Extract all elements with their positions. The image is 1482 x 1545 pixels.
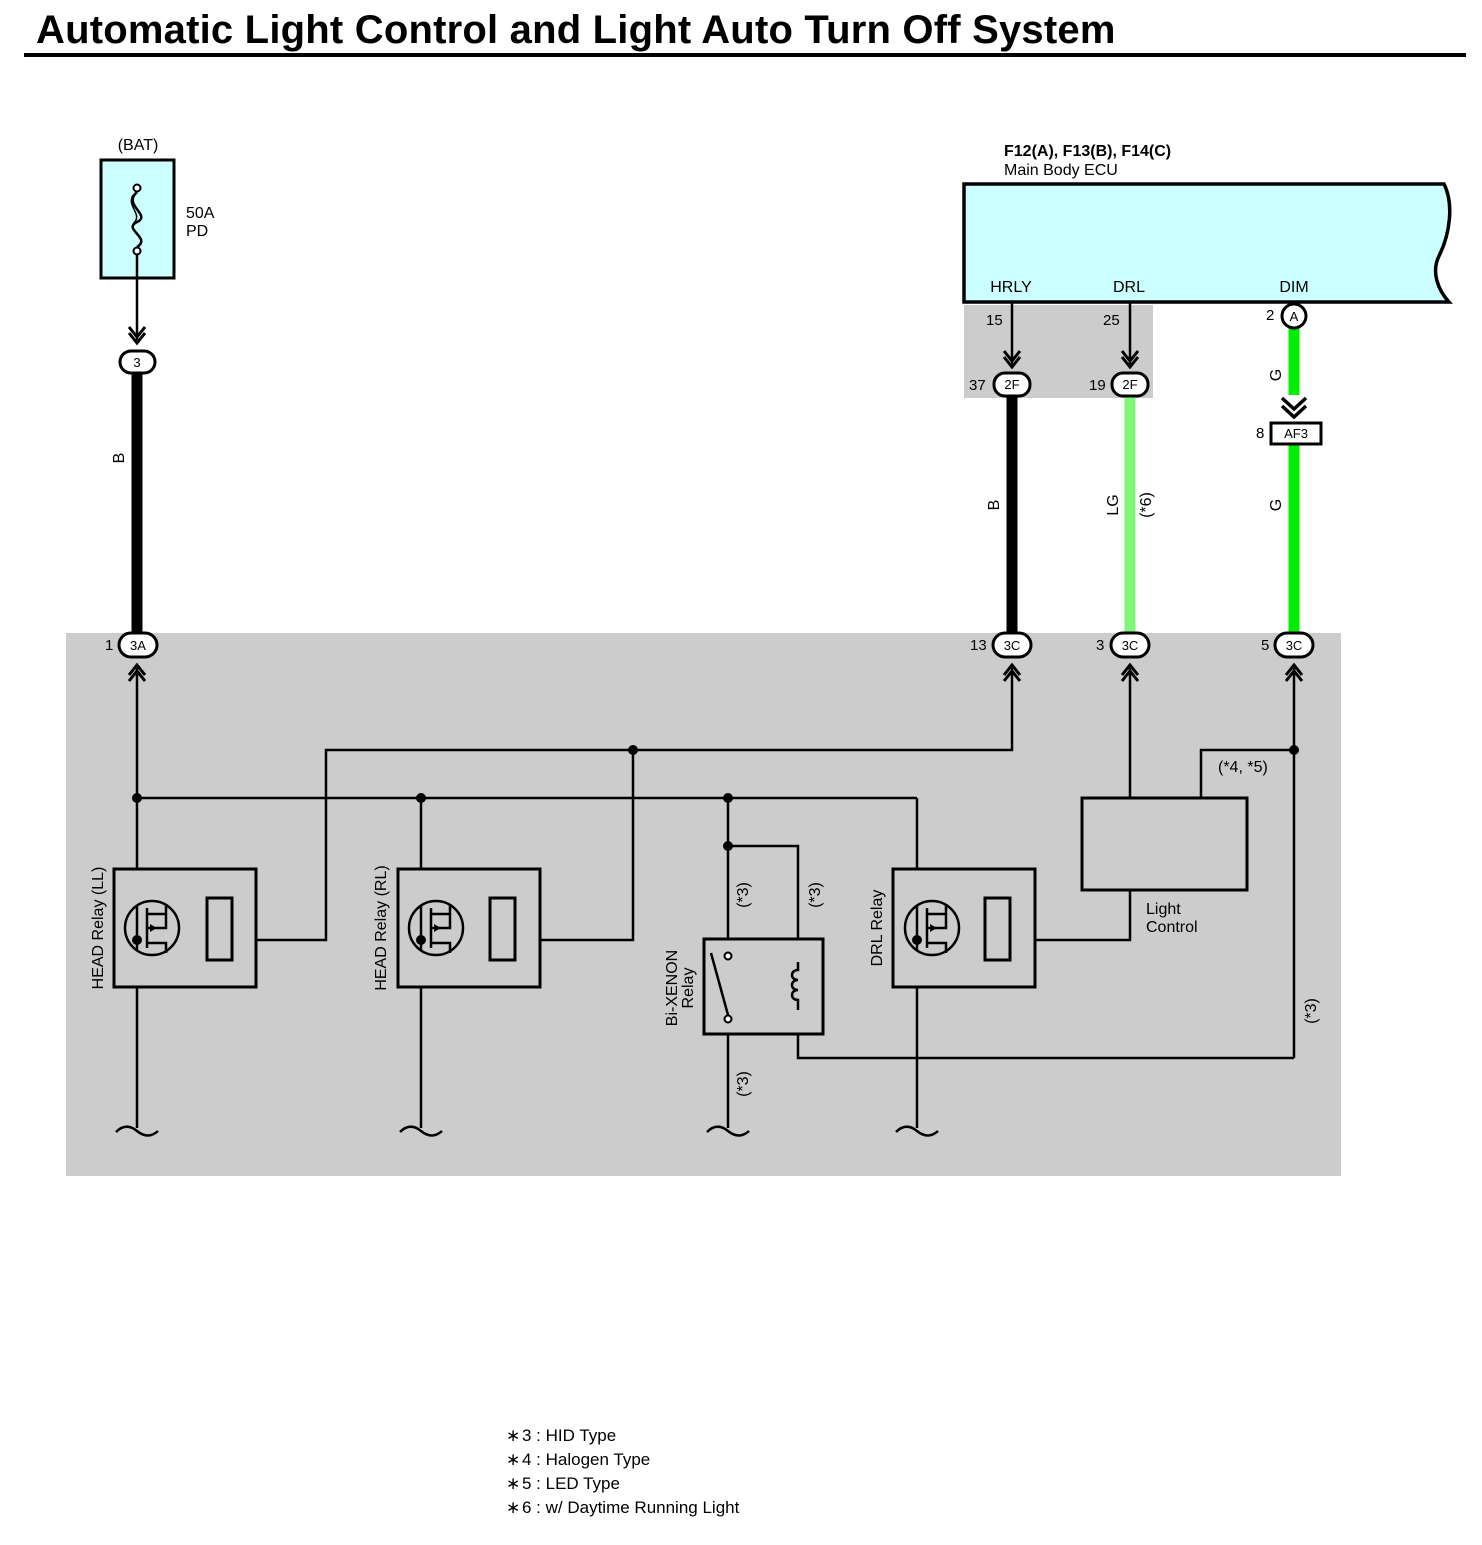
pin-number: 13 (970, 637, 987, 654)
pin-number: 1 (105, 637, 113, 654)
connector-a-dim: A (1280, 302, 1308, 330)
pin-number: 3 (1096, 637, 1104, 654)
terminal-hrly-label: HRLY (990, 279, 1032, 296)
note-symbol: ∗ (506, 1426, 520, 1445)
svg-text:A: A (1290, 309, 1299, 324)
connector-3c-drl: 3C (1109, 631, 1151, 659)
fuse-source-label: (BAT) (118, 137, 159, 154)
condition-label: (*3) (735, 882, 752, 908)
terminal-dim-label: DIM (1279, 279, 1308, 296)
ground-icon (399, 1125, 443, 1137)
connector-3c-dim: 3C (1273, 631, 1315, 659)
terminal-drl-label: DRL (1113, 279, 1145, 296)
head-relay-rl (396, 867, 542, 989)
bixenon-relay (702, 937, 825, 1036)
title-underline (24, 53, 1466, 57)
pin-number: 5 (1261, 637, 1269, 654)
note-symbol: ∗ (506, 1474, 520, 1493)
note-symbol: ∗ (506, 1450, 520, 1469)
note-text: 6 : w/ Daytime Running Light (522, 1498, 740, 1517)
svg-text:3C: 3C (1122, 638, 1139, 653)
svg-text:2F: 2F (1122, 377, 1137, 392)
ecu-connectors-label: F12(A), F13(B), F14(C) (1004, 143, 1171, 160)
ecu-name-label: Main Body ECU (1004, 162, 1118, 179)
head-relay-ll (112, 867, 258, 989)
pin-number: 8 (1256, 425, 1264, 442)
pin-number: 25 (1103, 312, 1120, 329)
wire-color-drl: LG (1105, 494, 1122, 515)
pin-number: 37 (969, 377, 986, 394)
svg-text:3C: 3C (1286, 638, 1303, 653)
note-symbol: ∗ (506, 1498, 520, 1517)
condition-label: (*3) (735, 1071, 752, 1097)
diagram-title: Automatic Light Control and Light Auto T… (36, 8, 1116, 52)
connector-3c-hrly: 3C (991, 631, 1033, 659)
head-relay-rl-label: HEAD Relay (RL) (373, 865, 390, 990)
drl-relay-label: DRL Relay (869, 890, 886, 967)
svg-text:3A: 3A (130, 638, 146, 653)
double-arrow-down-icon (1280, 396, 1308, 420)
light-control-label: Light (1146, 901, 1181, 918)
fuse-rating-label: 50A (186, 205, 215, 222)
note-text: 5 : LED Type (522, 1474, 620, 1493)
wire-color-dim-upper: G (1268, 369, 1285, 381)
drl-wire-condition: (*6) (1138, 492, 1155, 518)
connector-3a-battery: 3A (117, 631, 159, 659)
ground-icon (706, 1125, 750, 1137)
connector-2f-drl: 2F (1110, 371, 1150, 398)
bixenon-relay-label: Relay (680, 968, 697, 1009)
svg-text:2F: 2F (1004, 377, 1019, 392)
note-text: 4 : Halogen Type (522, 1450, 650, 1469)
head-relay-ll-label: HEAD Relay (LL) (90, 867, 107, 990)
wire-color-battery: B (111, 453, 128, 464)
svg-text:3: 3 (133, 355, 140, 370)
junction-block-area (66, 633, 1341, 1176)
light-control-label: Control (1146, 919, 1198, 936)
ground-icon (115, 1125, 159, 1137)
arrow-down-icon (127, 326, 147, 346)
condition-label: (*4, *5) (1218, 759, 1268, 776)
pin-number: 2 (1266, 307, 1274, 324)
coil-icon (790, 962, 800, 1010)
connector-fuse-out: 3 (118, 349, 157, 375)
arrow-down-icon (1002, 350, 1022, 370)
ground-icon (895, 1125, 939, 1137)
pin-number: 19 (1089, 377, 1106, 394)
wire-color-dim-lower: G (1268, 499, 1285, 511)
note-text: 3 : HID Type (522, 1426, 616, 1445)
drl-relay (891, 867, 1037, 989)
arrow-down-icon (1120, 350, 1140, 370)
light-control-box (1080, 796, 1249, 892)
condition-label: (*3) (807, 882, 824, 908)
main-body-ecu-box (962, 182, 1453, 304)
svg-text:3C: 3C (1004, 638, 1021, 653)
condition-label: (*3) (1303, 998, 1320, 1024)
bixenon-relay-label: Bi-XENON (664, 950, 681, 1026)
notes-legend: ∗ 3 : HID Type ∗ 4 : Halogen Type ∗ 5 : … (506, 1426, 740, 1517)
connector-2f-hrly: 2F (992, 371, 1032, 398)
wire-color-hrly: B (986, 500, 1003, 511)
svg-text:AF3: AF3 (1284, 426, 1308, 441)
fuse-icon (130, 183, 143, 256)
connector-af3: AF3 (1269, 421, 1323, 446)
pin-number: 15 (986, 312, 1003, 329)
fuse-name-label: PD (186, 223, 208, 240)
